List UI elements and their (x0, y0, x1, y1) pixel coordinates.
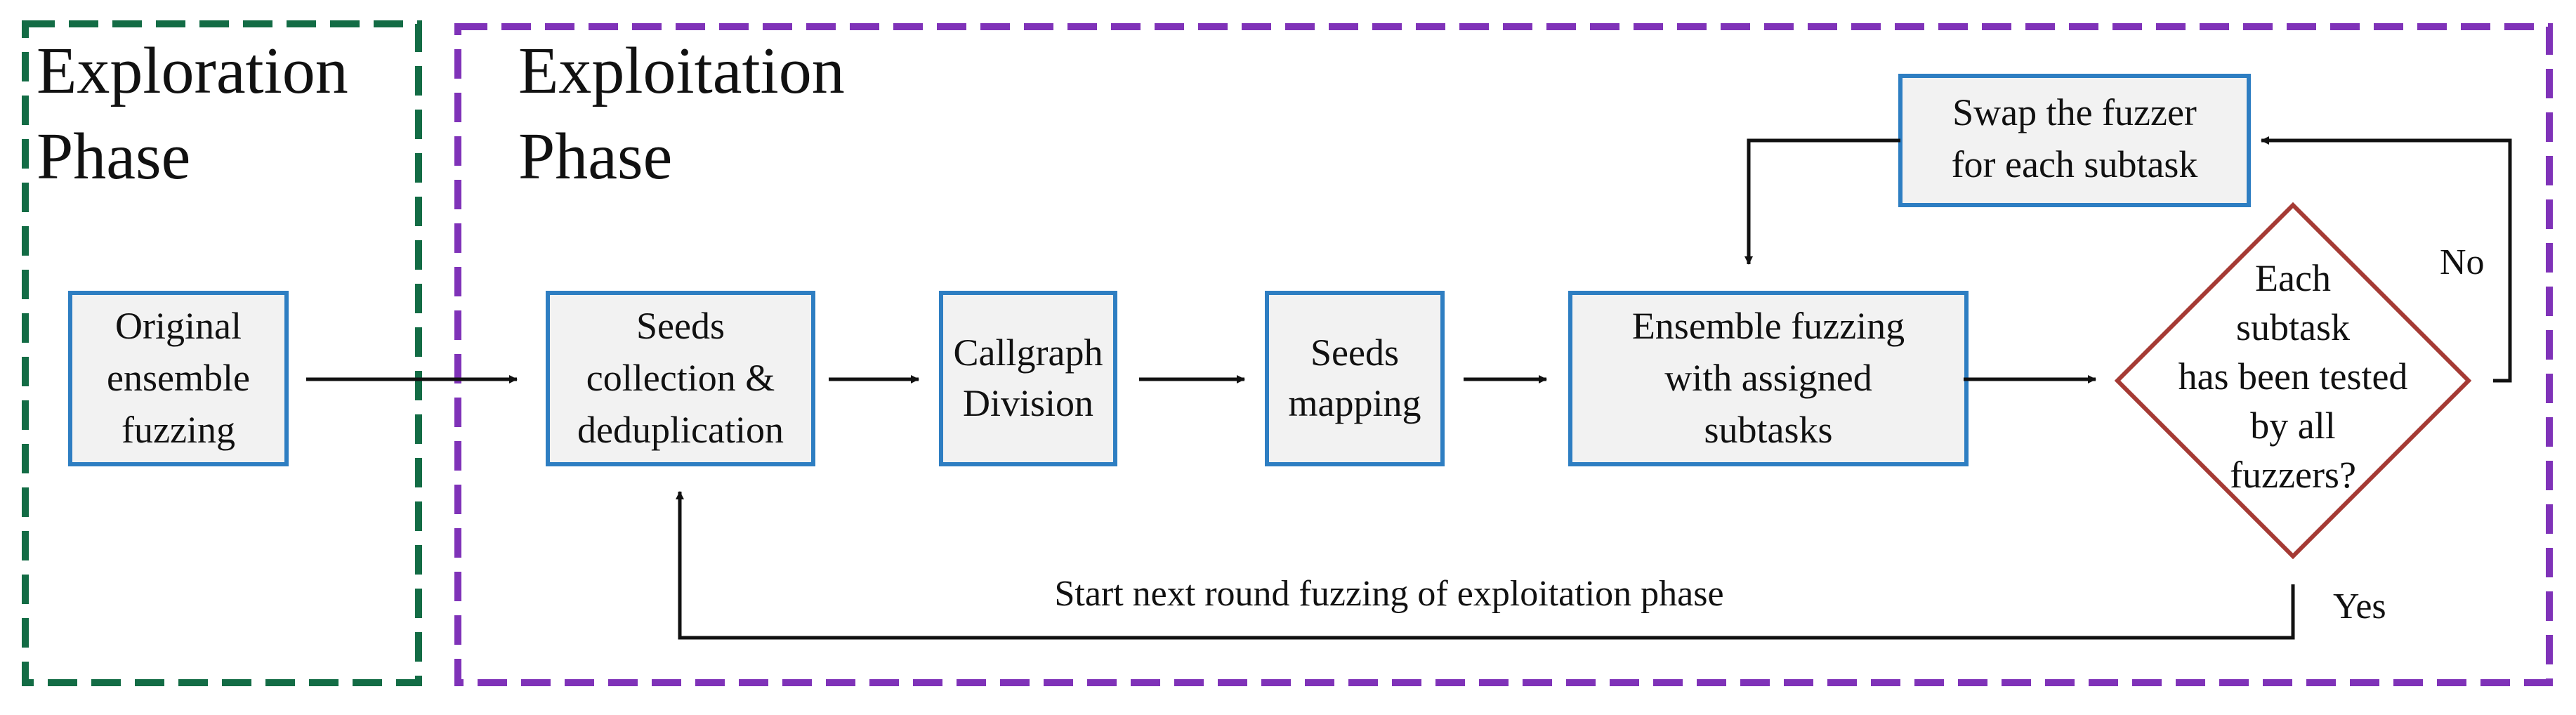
swap-fuzzer-line2: for each subtask (1952, 143, 2198, 185)
seeds-mapping-box (1265, 291, 1445, 466)
ensemble-fuzzing-subtasks-line3: subtasks (1704, 409, 1832, 451)
swap-fuzzer-box (1898, 74, 2251, 207)
ensemble-fuzzing-subtasks-line2: with assigned (1664, 357, 1872, 399)
next-round-label: Start next round fuzzing of exploitation… (1054, 574, 1723, 614)
ensemble-fuzzing-subtasks-line1: Ensemble fuzzing (1632, 305, 1905, 347)
edge-decision-no-to-swap-fuzzer (2261, 136, 2512, 383)
exploitation-title-line1: Exploitation (518, 34, 845, 107)
decision-line3: has been tested (2179, 355, 2408, 398)
seeds-collection-node: Seeds collection & deduplication (546, 291, 815, 466)
original-ensemble-fuzzing-box (68, 291, 289, 466)
decision-node: Each subtask has been tested by all fuzz… (2114, 202, 2472, 560)
exploration-phase-region (22, 20, 422, 686)
ensemble-fuzzing-subtasks-box (1568, 291, 1969, 466)
decision-diamond (2114, 202, 2472, 560)
ensemble-fuzzing-subtasks-node: Ensemble fuzzing with assigned subtasks (1568, 291, 1969, 466)
edge-decision-yes-to-seeds-collection (676, 491, 2295, 640)
original-ensemble-fuzzing-line3: fuzzing (121, 409, 235, 451)
decision-line4: by all (2250, 405, 2335, 447)
edge-no-label: No (2440, 242, 2485, 282)
callgraph-division-line1: Callgraph (954, 332, 1103, 374)
seeds-collection-line3: deduplication (577, 409, 784, 451)
swap-fuzzer-node: Swap the fuzzer for each subtask (1898, 74, 2251, 207)
swap-fuzzer-line1: Swap the fuzzer (1952, 91, 2197, 133)
exploration-title-line1: Exploration (37, 34, 348, 107)
edge-yes-label: Yes (2333, 586, 2386, 627)
decision-line2: subtask (2236, 306, 2350, 348)
decision-line1: Each (2255, 257, 2331, 299)
exploration-title-line2: Phase (37, 120, 190, 193)
callgraph-division-node: Callgraph Division (939, 291, 1117, 466)
callgraph-division-box (939, 291, 1117, 466)
seeds-mapping-line2: mapping (1289, 382, 1421, 424)
seeds-collection-line2: collection & (586, 357, 775, 399)
edge-swap-fuzzer-to-ensemble-fuzzing (1744, 138, 1900, 265)
seeds-collection-line1: Seeds (636, 305, 725, 347)
exploitation-phase-region (454, 23, 2553, 686)
original-ensemble-fuzzing-line1: Original (115, 305, 242, 347)
original-ensemble-fuzzing-line2: ensemble (107, 357, 250, 399)
seeds-mapping-node: Seeds mapping (1265, 291, 1445, 466)
decision-line5: fuzzers? (2230, 454, 2356, 496)
exploitation-title-line2: Phase (518, 120, 672, 193)
seeds-collection-box (546, 291, 815, 466)
original-ensemble-fuzzing-node: Original ensemble fuzzing (68, 291, 289, 466)
callgraph-division-line2: Division (963, 382, 1093, 424)
seeds-mapping-line1: Seeds (1310, 332, 1399, 374)
